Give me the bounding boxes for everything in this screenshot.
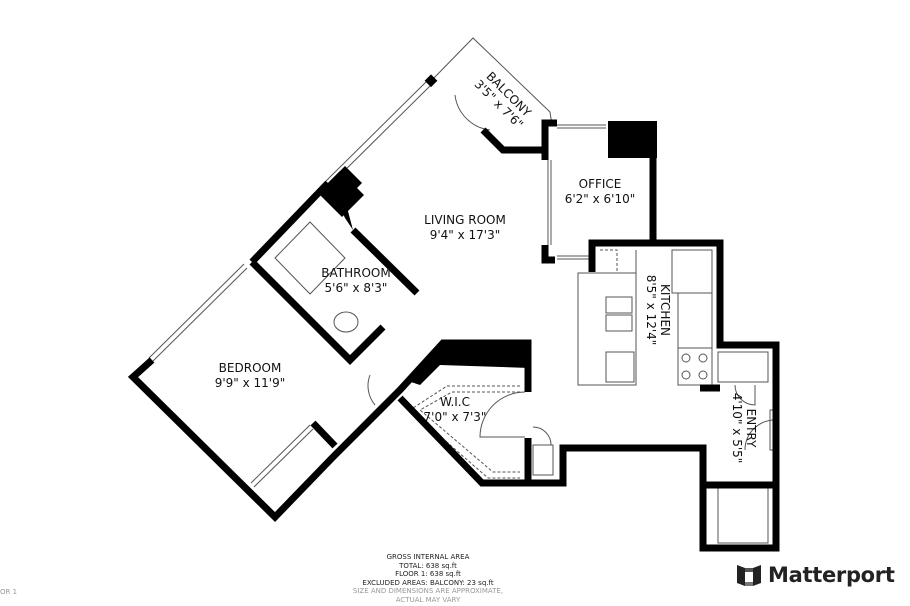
bedroom-closet-window bbox=[253, 428, 314, 488]
sink-left bbox=[605, 296, 633, 314]
wall-masses bbox=[318, 74, 657, 385]
bathroom-sink bbox=[333, 311, 359, 333]
living-room-dims: 9'4" x 17'3" bbox=[430, 228, 501, 242]
area-excluded: EXCLUDED AREAS: BALCONY: 23 sq.ft bbox=[362, 578, 494, 587]
entry-closet-door bbox=[734, 384, 756, 406]
kitchen-dims: 8'5" x 12'4" bbox=[644, 275, 658, 346]
area-heading: GROSS INTERNAL AREA bbox=[386, 553, 470, 561]
bedroom-dims: 9'9" x 11'9" bbox=[215, 376, 286, 390]
area-summary: GROSS INTERNAL AREA TOTAL: 638 sq.ft FLO… bbox=[340, 553, 516, 604]
balcony-door bbox=[454, 94, 491, 131]
bedroom-window bbox=[151, 267, 248, 363]
thin-lines bbox=[148, 37, 779, 544]
fridge bbox=[671, 249, 713, 294]
kitchen-island bbox=[577, 272, 637, 386]
area-total: TOTAL: 638 sq.ft bbox=[399, 561, 457, 570]
closet-door bbox=[532, 426, 552, 446]
sink-right bbox=[605, 314, 633, 332]
stove bbox=[677, 347, 713, 386]
living-room-label: LIVING ROOM bbox=[424, 213, 506, 227]
entry-dims: 4'10" x 5'5" bbox=[730, 393, 744, 464]
bathroom-dims: 5'6" x 8'3" bbox=[325, 281, 388, 295]
kitchen-label: KITCHEN bbox=[658, 284, 672, 336]
area-disclaimer: SIZE AND DIMENSIONS ARE APPROXIMATE, ACT… bbox=[352, 587, 504, 604]
bathtub bbox=[274, 221, 346, 295]
wic-label: W.I.C bbox=[440, 395, 470, 409]
bedroom-door bbox=[367, 374, 376, 406]
bathroom-label: BATHROOM bbox=[321, 266, 390, 280]
walls bbox=[127, 119, 780, 552]
entry-label: ENTRY bbox=[744, 409, 758, 448]
wic-dims: 7'0" x 7'3" bbox=[424, 410, 487, 424]
balcony-railing bbox=[431, 37, 553, 126]
bedroom-label: BEDROOM bbox=[219, 361, 282, 375]
matterport-logo: Matterport bbox=[736, 562, 895, 588]
room-labels: BALCONY 3'5" x 7'6" OFFICE 6'2" x 6'10" … bbox=[215, 69, 758, 464]
matterport-logo-icon bbox=[737, 565, 761, 586]
entry-closet bbox=[717, 487, 769, 544]
dishwasher bbox=[605, 351, 635, 383]
floor-label: OR 1 bbox=[0, 588, 18, 596]
office-dims: 6'2" x 6'10" bbox=[565, 192, 636, 206]
area-floor1: FLOOR 1: 638 sq.ft bbox=[395, 570, 461, 578]
brand-name: Matterport bbox=[768, 563, 895, 587]
wic-door bbox=[479, 391, 526, 438]
office-label: OFFICE bbox=[579, 177, 622, 191]
